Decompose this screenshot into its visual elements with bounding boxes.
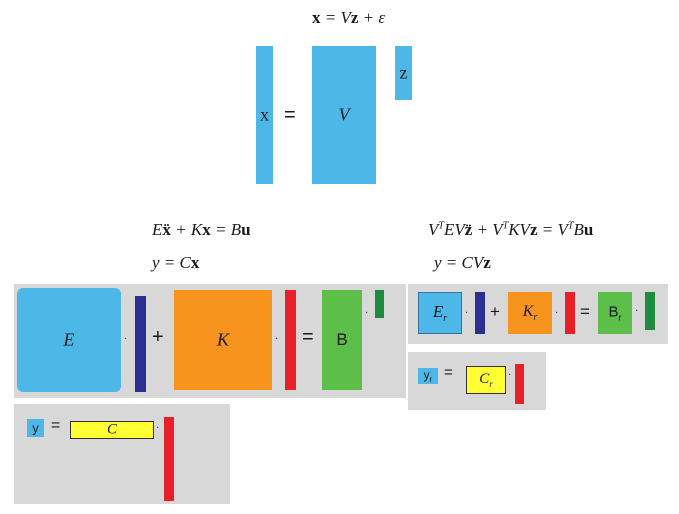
kr-matrix: Kr: [508, 292, 552, 334]
full-equals: =: [302, 326, 314, 348]
reduced-plus: +: [490, 302, 500, 321]
full-eq2: y = Cx: [152, 253, 200, 272]
u-vector: [375, 290, 384, 318]
full-output-panel: [14, 404, 230, 504]
cr-matrix: Cr: [466, 366, 506, 394]
z-vector: z: [395, 46, 412, 100]
c-matrix: C: [70, 421, 154, 439]
v-matrix: V: [312, 46, 376, 184]
full-plus: +: [152, 326, 164, 348]
x-vector-output: [164, 417, 174, 501]
dot: ·: [365, 308, 369, 319]
output-equals: =: [51, 417, 61, 434]
ddz-vector: [475, 292, 485, 334]
b-matrix: B: [322, 290, 362, 390]
yr-vector: yr: [418, 368, 438, 384]
top-equation: x = Vz + ε: [312, 8, 386, 27]
z-vector-output: [515, 364, 524, 404]
y-vector: y: [27, 419, 44, 437]
reduced-eq2: y = CVz: [434, 253, 491, 272]
dot: ·: [124, 334, 128, 345]
k-matrix: K: [174, 290, 272, 390]
dot: ·: [635, 306, 639, 317]
e-matrix: E: [17, 288, 121, 392]
top-equals: =: [284, 104, 296, 126]
ddx-vector: [135, 296, 146, 392]
eq-x: x: [312, 8, 321, 27]
full-eq1: Eẍ + Kx = Bu: [152, 220, 251, 239]
reduced-eq1: VTEVz̈ + VTKVz = VTBu: [428, 220, 594, 239]
er-matrix: Er: [418, 292, 462, 334]
dot: ·: [275, 334, 279, 345]
z-vector-red: [565, 292, 575, 334]
dot: ·: [508, 370, 512, 381]
reduced-output-equals: =: [444, 364, 453, 381]
u-vector-reduced: [645, 292, 655, 330]
dot: ·: [555, 308, 559, 319]
br-matrix: Br: [598, 292, 632, 334]
x-vector: x: [256, 46, 273, 184]
dot: ·: [465, 308, 469, 319]
dot: ·: [156, 423, 160, 434]
x-vector-red: [285, 290, 296, 390]
reduced-equals: =: [580, 302, 590, 321]
